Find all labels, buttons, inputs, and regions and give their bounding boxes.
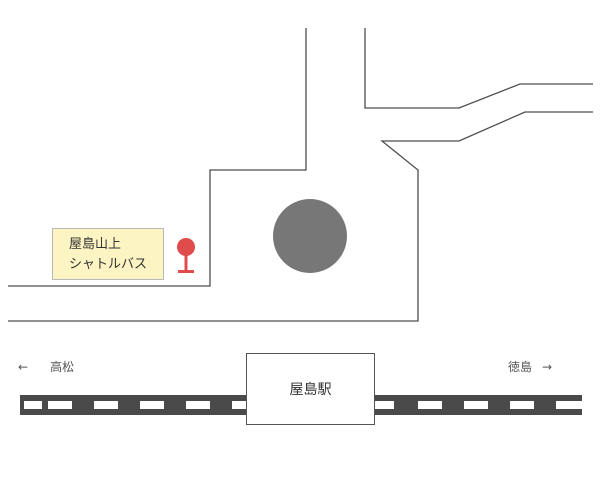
arrow-right-icon: →	[542, 360, 553, 374]
road-right-upper-edge	[364, 28, 593, 109]
road-left-lower-edge	[8, 111, 593, 322]
direction-left-label: 高松	[50, 360, 75, 374]
railway-track	[20, 395, 582, 415]
bus-stop-label-line-2: シャトルバス	[69, 257, 148, 272]
station-box: 屋島駅	[246, 353, 375, 425]
direction-right-label: 徳島	[508, 360, 533, 374]
direction-tokushima: 徳島 →	[508, 359, 552, 375]
station-name: 屋島駅	[289, 382, 332, 398]
arrow-left-icon: ←	[18, 360, 29, 374]
bus-stop-label-line-1: 屋島山上	[69, 237, 122, 252]
bus-stop-label: 屋島山上 シャトルバス	[52, 228, 164, 280]
direction-takamatsu: ← 高松	[18, 359, 74, 375]
roundabout	[273, 199, 347, 273]
road-left-upper-edge	[8, 28, 307, 287]
bus-stop-marker-icon	[177, 238, 195, 273]
